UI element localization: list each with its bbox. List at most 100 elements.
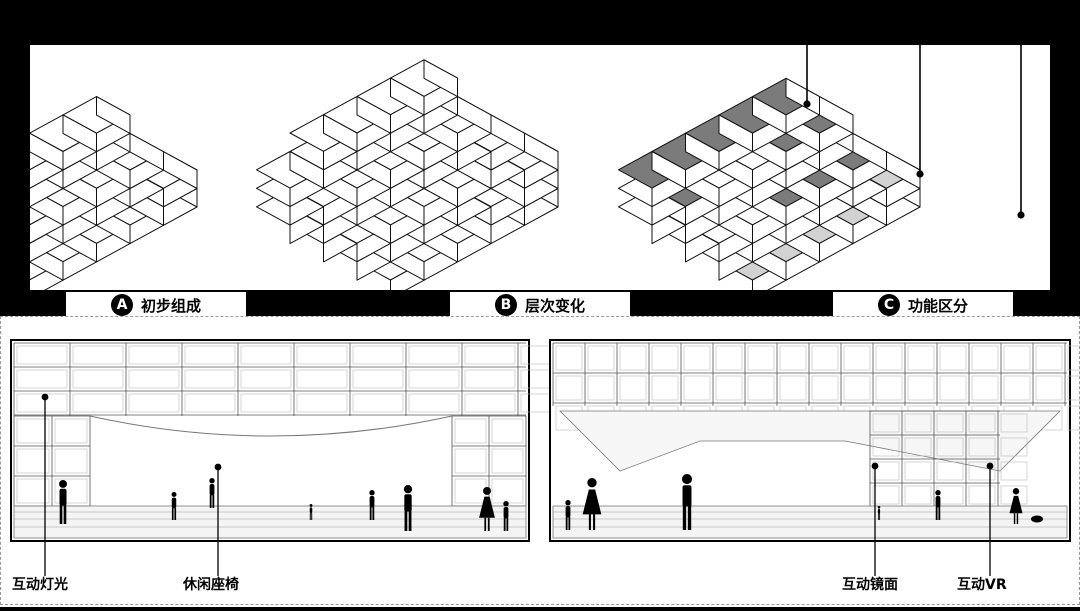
grid-cell — [184, 369, 236, 389]
grid-cell — [184, 393, 236, 413]
person-leg — [1016, 513, 1019, 524]
grid-cell — [587, 375, 615, 401]
grid-cell — [907, 375, 935, 401]
person-leg — [503, 517, 506, 531]
person-silhouette — [1009, 488, 1023, 524]
grid-cell — [1035, 345, 1063, 371]
callout-leisure-seating: 休闲座椅 — [183, 577, 239, 593]
person-silhouette — [59, 480, 67, 524]
grid-cell — [968, 485, 996, 505]
block-side — [323, 114, 358, 152]
person-head — [369, 490, 375, 496]
stage-tab-b: B 层次变化 — [450, 292, 630, 318]
grid-cell — [904, 461, 932, 481]
grid-cell — [968, 413, 996, 433]
block-side — [685, 132, 720, 171]
leader-dot — [986, 462, 994, 470]
person-head — [171, 492, 177, 498]
left-arch — [89, 415, 453, 437]
person-leg — [506, 517, 509, 531]
grid-cell — [240, 345, 292, 365]
person-torso — [369, 496, 375, 508]
grid-cell — [72, 345, 124, 365]
grid-cell — [296, 393, 348, 413]
person-head — [403, 485, 413, 494]
grid-cell — [296, 345, 348, 365]
grid-cell — [54, 418, 88, 444]
grid-cell — [72, 369, 124, 389]
grid-cell — [936, 461, 964, 481]
person-silhouette — [209, 478, 215, 508]
grid-cell — [875, 375, 903, 401]
person-head — [681, 474, 693, 485]
block-side — [289, 151, 324, 189]
grid-cell — [16, 448, 50, 474]
grid-cell — [811, 345, 839, 371]
grid-cell — [240, 369, 292, 389]
grid-cell — [352, 393, 404, 413]
block-side — [423, 59, 458, 98]
grid-cell — [16, 478, 50, 504]
section-drawings-area — [0, 316, 1080, 607]
person-silhouette — [479, 487, 495, 531]
grid-cell — [1000, 413, 1028, 433]
person-torso — [59, 488, 67, 506]
person-leg — [372, 506, 375, 520]
grid-cell — [128, 345, 180, 365]
grid-cell — [619, 375, 647, 401]
leader-dot — [803, 100, 811, 108]
grid-cell — [16, 369, 68, 389]
person-leg — [877, 513, 879, 520]
grid-cell — [408, 345, 460, 365]
person-leg — [568, 516, 571, 530]
grid-cell — [352, 369, 404, 389]
grid-cell — [54, 448, 88, 474]
grid-cell — [464, 393, 516, 413]
left-seating-steps — [13, 505, 527, 539]
grid-cell — [491, 448, 524, 474]
person-torso — [565, 506, 571, 518]
block-side — [390, 77, 425, 116]
left-wall-side-l — [13, 415, 91, 507]
grid-cell — [683, 375, 711, 401]
person-silhouette — [565, 500, 571, 530]
person-leg — [1013, 513, 1016, 524]
person-torso — [503, 507, 509, 519]
grid-cell — [936, 437, 964, 457]
block-side — [62, 114, 97, 153]
grid-cell — [1003, 345, 1031, 371]
person-silhouette — [681, 474, 693, 530]
person-head — [59, 480, 67, 488]
grid-cell — [779, 375, 807, 401]
grid-cell — [128, 369, 180, 389]
person-silhouette — [935, 490, 941, 520]
section-drawings — [10, 339, 1080, 576]
person-leg — [487, 517, 490, 531]
person-leg — [408, 510, 412, 531]
person-leg — [59, 504, 63, 524]
grid-cell — [907, 345, 935, 371]
right-wall-upper — [552, 342, 1080, 431]
person-leg — [63, 504, 67, 524]
person-leg — [404, 510, 408, 531]
grid-cell — [936, 413, 964, 433]
grid-cell — [1003, 375, 1031, 401]
grid-cell — [1067, 405, 1080, 431]
grid-cell — [971, 375, 999, 401]
grid-cell — [683, 345, 711, 371]
grid-cell — [971, 345, 999, 371]
person-leg — [311, 512, 313, 520]
person-leg — [879, 513, 881, 520]
grid-cell — [843, 345, 871, 371]
callout-interactive-lighting: 互动灯光 — [12, 577, 68, 593]
person-head — [503, 501, 509, 507]
stage-label-b: 层次变化 — [524, 296, 585, 315]
leader-dot — [871, 462, 879, 470]
person-leg — [687, 505, 692, 530]
person-torso — [682, 485, 692, 507]
grid-cell — [16, 418, 50, 444]
grid-cell — [128, 393, 180, 413]
grid-cell — [1000, 461, 1028, 481]
callout-interactive-mirror: 互动镜面 — [842, 577, 898, 593]
grid-cell — [240, 393, 292, 413]
